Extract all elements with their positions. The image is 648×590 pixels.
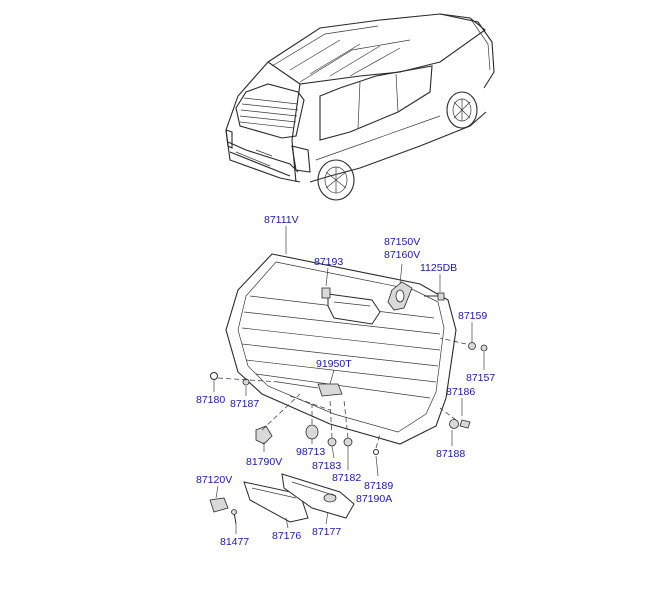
label-87176[interactable]: 87176 bbox=[272, 530, 302, 542]
hardware-parts bbox=[209, 281, 488, 525]
label-87177[interactable]: 87177 bbox=[312, 526, 342, 538]
label-87182[interactable]: 87182 bbox=[332, 472, 362, 484]
tailgate-glass bbox=[225, 253, 457, 445]
label-87183[interactable]: 87183 bbox=[312, 460, 342, 472]
label-1125db[interactable]: 1125DB bbox=[420, 262, 458, 274]
label-87193[interactable]: 87193 bbox=[314, 256, 344, 268]
label-87160v[interactable]: 87160V bbox=[384, 249, 421, 261]
vehicle-illustration bbox=[225, 13, 495, 201]
label-87189[interactable]: 87189 bbox=[364, 480, 394, 492]
label-87180[interactable]: 87180 bbox=[196, 394, 226, 406]
label-91950t[interactable]: 91950T bbox=[316, 358, 352, 370]
leader-lines bbox=[213, 226, 485, 534]
label-87186[interactable]: 87186 bbox=[446, 386, 476, 398]
label-87120v[interactable]: 87120V bbox=[196, 474, 233, 486]
label-87190a[interactable]: 87190A bbox=[356, 493, 393, 505]
label-87157[interactable]: 87157 bbox=[466, 372, 496, 384]
label-81790v[interactable]: 81790V bbox=[246, 456, 283, 468]
label-87111v[interactable]: 87111V bbox=[264, 214, 299, 226]
label-87159[interactable]: 87159 bbox=[458, 310, 488, 322]
label-87188[interactable]: 87188 bbox=[436, 448, 466, 460]
label-87187[interactable]: 87187 bbox=[230, 398, 260, 410]
label-81477[interactable]: 81477 bbox=[220, 536, 250, 548]
assembly-lines bbox=[217, 337, 467, 449]
label-98713[interactable]: 98713 bbox=[296, 446, 326, 458]
label-87150v[interactable]: 87150V bbox=[384, 236, 421, 248]
